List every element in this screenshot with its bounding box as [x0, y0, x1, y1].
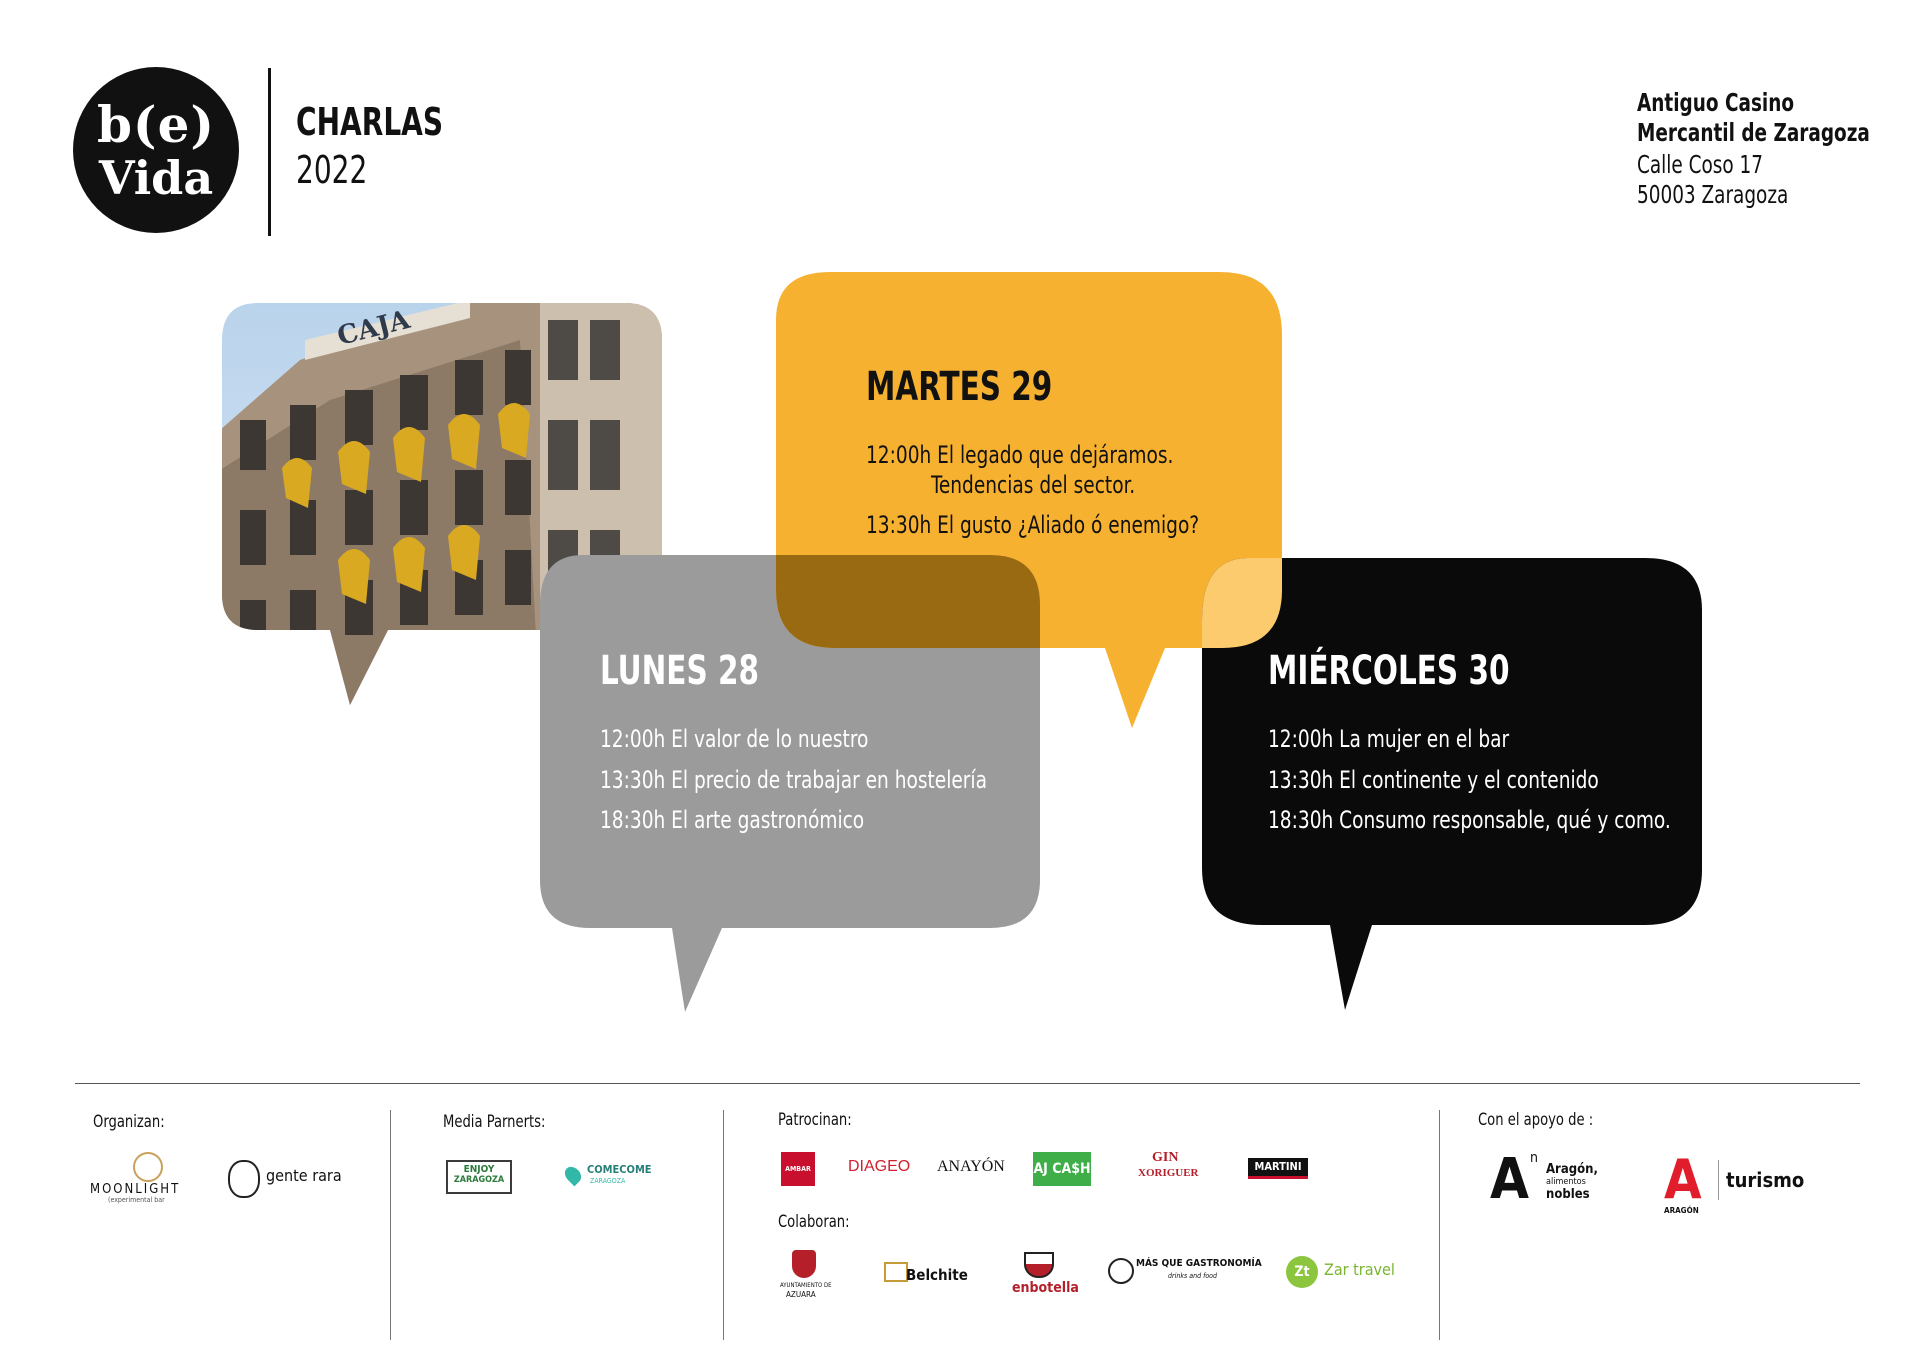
miercoles-title: MIÉRCOLES 30 — [1268, 648, 1510, 694]
azuara-line-1: AYUNTAMIENTO DE — [780, 1282, 832, 1289]
colaboran-title: Colaboran: — [778, 1212, 850, 1232]
header-divider — [268, 68, 271, 236]
logo-text-top: b(e) — [96, 95, 216, 154]
venue-line-2: Mercantil de Zaragoza — [1637, 118, 1870, 147]
azuara-shield-icon — [792, 1250, 816, 1278]
martes-title: MARTES 29 — [866, 364, 1053, 410]
moonlight-subtitle: (experimental bar — [108, 1196, 165, 1204]
comecome-subtitle: ZARAGOZA — [590, 1177, 626, 1185]
page-title: CHARLAS — [296, 100, 444, 144]
lunes-talk-3: 18:30h El arte gastronómico — [600, 806, 865, 834]
bubble-overlap — [776, 555, 1040, 648]
miercoles-talk-2: 13:30h El continente y el contenido — [1268, 766, 1599, 794]
address-line-2: 50003 Zaragoza — [1637, 180, 1789, 209]
xoriguer-logo: XORIGUER — [1138, 1167, 1199, 1179]
diageo-logo: DIAGEO — [848, 1158, 911, 1175]
enjoy-subtext: ZARAGOZA — [453, 1175, 505, 1185]
footer-divider-3 — [1439, 1110, 1440, 1340]
turismo-logo: turismo — [1726, 1168, 1805, 1192]
page-year: 2022 — [296, 148, 368, 192]
moonlight-icon — [133, 1152, 163, 1182]
footer-divider-2 — [723, 1110, 724, 1340]
aragon-alimentos-mark-n: n — [1530, 1150, 1538, 1166]
miercoles-bubble — [1202, 558, 1702, 1010]
logo-text-bottom: Vida — [98, 151, 214, 205]
bubble-overlap-light — [1202, 558, 1282, 648]
spiral-icon — [1108, 1258, 1134, 1284]
aragon-alimentos-mark: A — [1490, 1147, 1529, 1212]
brain-icon — [228, 1160, 260, 1198]
ambar-logo: AMBAR — [781, 1152, 815, 1186]
venue-line-1: Antiguo Casino — [1637, 88, 1795, 117]
patrocinan-title: Patrocinan: — [778, 1110, 852, 1130]
enbotella-logo: enbotella — [1012, 1280, 1079, 1296]
martes-talk-1a: 12:00h El legado que dejáramos. — [866, 441, 1174, 469]
turismo-aragon-mark: A — [1664, 1148, 1702, 1211]
turismo-aragon-subtitle: ARAGÓN — [1664, 1206, 1699, 1215]
enjoy-zaragoza-logo: ENJOY ZARAGOZA — [446, 1160, 512, 1194]
lunes-title: LUNES 28 — [600, 648, 760, 694]
bevida-logo: b(e) Vida — [73, 67, 239, 233]
apoyo-title: Con el apoyo de : — [1478, 1110, 1594, 1130]
ajcash-logo: AJ CA$H — [1033, 1152, 1091, 1186]
anayon-logo: ANAYÓN — [937, 1158, 1005, 1175]
enjoy-text: ENJOY — [463, 1164, 495, 1175]
martes-talk-2: 13:30h El gusto ¿Aliado ó enemigo? — [866, 511, 1200, 539]
zar-travel-icon: Zt — [1286, 1256, 1318, 1288]
organizan-title: Organizan: — [93, 1112, 165, 1132]
gin-logo: GIN — [1152, 1150, 1179, 1165]
aragon-alimentos-line-3: nobles — [1546, 1187, 1590, 1202]
turismo-divider — [1718, 1160, 1719, 1200]
gente-rara-logo: gente rara — [266, 1166, 342, 1185]
zar-travel-logo: Zar travel — [1324, 1260, 1395, 1279]
aragon-alimentos-line-2: alimentos — [1546, 1177, 1586, 1187]
azuara-line-2: AZUARA — [786, 1290, 816, 1299]
belchite-icon — [884, 1262, 908, 1282]
address-line-1: Calle Coso 17 — [1637, 150, 1764, 179]
footer-divider-1 — [390, 1110, 391, 1340]
lunes-talk-1: 12:00h El valor de lo nuestro — [600, 725, 869, 753]
mas-que-gastronomia-logo: MÁS QUE GASTRONOMÍA — [1136, 1258, 1262, 1269]
footer-rule — [75, 1083, 1860, 1084]
belchite-logo: Belchite — [906, 1266, 968, 1284]
media-title: Media Parnerts: — [443, 1112, 546, 1132]
aragon-alimentos-line-1: Aragón, — [1546, 1162, 1598, 1177]
mas-que-gastronomia-subtitle: drinks and food — [1168, 1272, 1218, 1280]
martini-logo: MARTINI — [1248, 1158, 1308, 1179]
wine-glass-icon — [1024, 1252, 1054, 1278]
martes-talk-1b: Tendencias del sector. — [931, 471, 1136, 499]
lunes-bubble — [540, 555, 1040, 1012]
lunes-talk-2: 13:30h El precio de trabajar en hosteler… — [600, 766, 987, 794]
moonlight-logo: MOONLIGHT — [90, 1182, 181, 1197]
comecome-logo: COMECOME — [587, 1163, 652, 1176]
miercoles-talk-1: 12:00h La mujer en el bar — [1268, 725, 1510, 753]
miercoles-talk-3: 18:30h Consumo responsable, qué y como. — [1268, 806, 1671, 834]
